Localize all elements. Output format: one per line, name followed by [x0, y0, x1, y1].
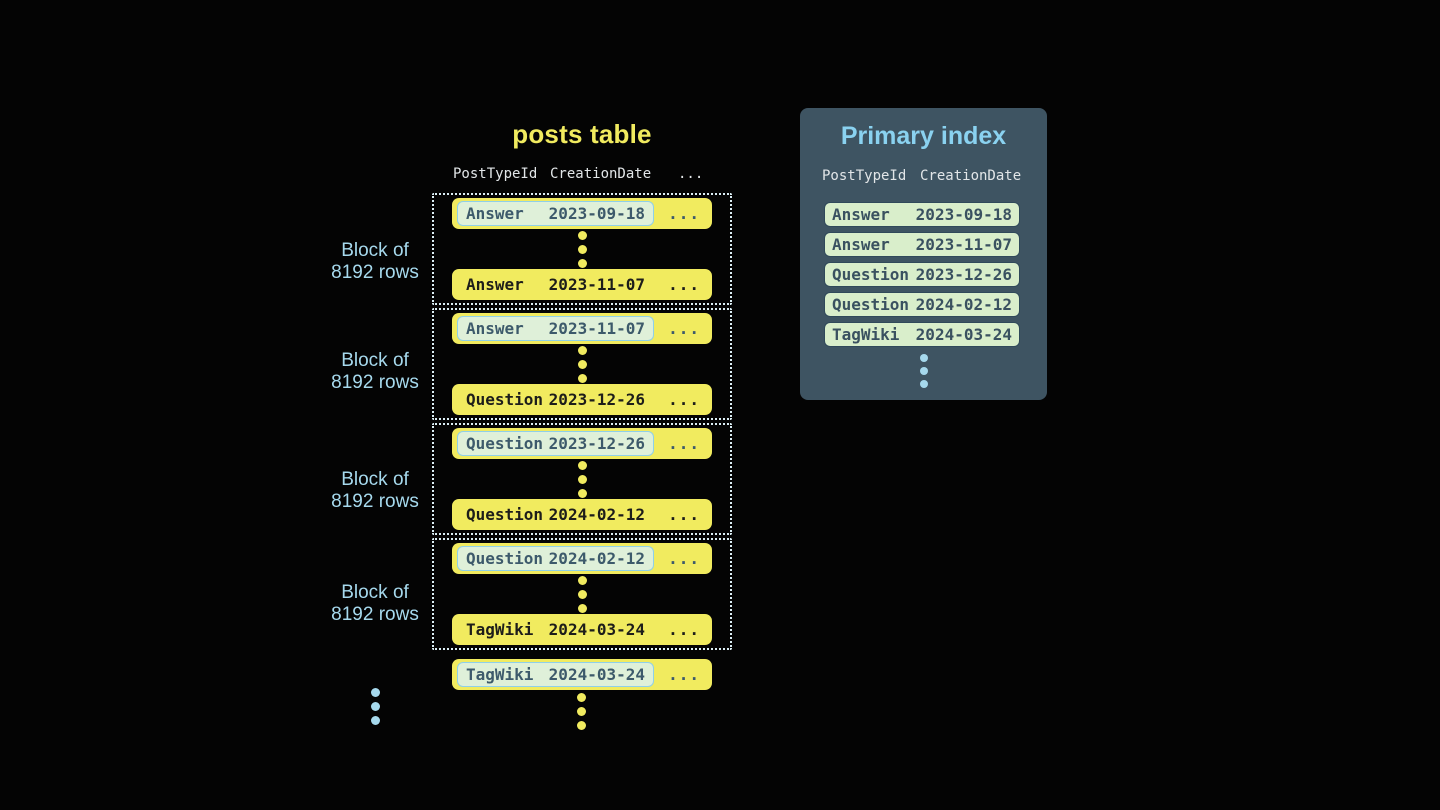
creation-date-cell: 2023-09-18: [548, 204, 645, 223]
post-type-cell: Answer: [832, 205, 890, 224]
index-row: Question 2023-12-26: [824, 262, 1020, 287]
creation-date-cell: 2023-12-26: [915, 265, 1012, 284]
row-ellipsis: ...: [668, 434, 700, 453]
table-row: Answer 2023-09-18 ...: [452, 198, 712, 229]
post-type-cell: Answer: [466, 275, 524, 294]
vertical-ellipsis-dots: [577, 575, 587, 613]
vertical-ellipsis-dots: [577, 230, 587, 268]
vertical-ellipsis-dots: [577, 460, 587, 498]
table-row: Question 2023-12-26 ...: [452, 428, 712, 459]
row-key-highlight: Answer 2023-11-07: [457, 316, 654, 341]
posts-table-column-headers: PostTypeId CreationDate ...: [432, 166, 732, 184]
post-type-cell: Answer: [466, 204, 524, 223]
creation-date-cell: 2024-03-24: [548, 620, 645, 639]
table-row: Answer 2023-11-07 ...: [452, 269, 712, 300]
primary-index-panel: Primary index PostTypeId CreationDate An…: [800, 108, 1047, 400]
table-row: TagWiki 2024-03-24 ...: [452, 614, 712, 645]
table-row: Question 2024-02-12 ...: [452, 499, 712, 530]
column-header-posttypeid: PostTypeId: [453, 166, 538, 182]
creation-date-cell: 2024-03-24: [548, 665, 645, 684]
creation-date-cell: 2024-03-24: [915, 325, 1012, 344]
table-row: TagWiki 2024-03-24 ...: [452, 659, 712, 690]
creation-date-cell: 2023-09-18: [915, 205, 1012, 224]
row-key: Answer 2023-11-07: [457, 272, 654, 297]
row-block: Question 2023-12-26 ... Question 2024-02…: [432, 423, 732, 535]
row-block: Answer 2023-11-07 ... Question 2023-12-2…: [432, 308, 732, 420]
table-row: Answer 2023-11-07 ...: [452, 313, 712, 344]
primary-index-title: Primary index: [840, 122, 1007, 150]
post-type-cell: Answer: [466, 319, 524, 338]
table-row: Question 2023-12-26 ...: [452, 384, 712, 415]
index-row: Answer 2023-09-18: [824, 202, 1020, 227]
post-type-cell: Question: [832, 265, 910, 284]
row-key-highlight: Question 2024-02-12: [457, 546, 654, 571]
row-ellipsis: ...: [668, 620, 700, 639]
row-ellipsis: ...: [668, 549, 700, 568]
posts-table-blocks: Answer 2023-09-18 ... Answer 2023-11-07 …: [432, 193, 732, 653]
vertical-ellipsis-dots: [577, 345, 587, 383]
row-ellipsis: ...: [668, 204, 700, 223]
post-type-cell: Question: [466, 505, 544, 524]
creation-date-cell: 2024-02-12: [915, 295, 1012, 314]
row-block: Answer 2023-09-18 ... Answer 2023-11-07 …: [432, 193, 732, 305]
index-row: TagWiki 2024-03-24: [824, 322, 1020, 347]
creation-date-cell: 2023-11-07: [915, 235, 1012, 254]
column-header-creationdate: CreationDate: [550, 166, 652, 182]
row-ellipsis: ...: [668, 390, 700, 409]
creation-date-cell: 2024-02-12: [548, 549, 645, 568]
index-continues-ellipsis-dots: [800, 354, 1047, 388]
post-type-cell: Answer: [832, 235, 890, 254]
row-ellipsis: ...: [668, 319, 700, 338]
creation-date-cell: 2023-12-26: [548, 390, 645, 409]
creation-date-cell: 2023-11-07: [548, 275, 645, 294]
post-type-cell: TagWiki: [466, 620, 534, 639]
row-ellipsis: ...: [668, 505, 700, 524]
creation-date-cell: 2024-02-12: [548, 505, 645, 524]
index-row: Question 2024-02-12: [824, 292, 1020, 317]
blocks-continue-ellipsis-dots: [371, 688, 380, 725]
row-key: Question 2023-12-26: [457, 387, 654, 412]
row-key-highlight: TagWiki 2024-03-24: [457, 662, 654, 687]
table-row: Question 2024-02-12 ...: [452, 543, 712, 574]
row-block: Question 2024-02-12 ... TagWiki 2024-03-…: [432, 538, 732, 650]
index-row: Answer 2023-11-07: [824, 232, 1020, 257]
primary-index-rows: Answer 2023-09-18 Answer 2023-11-07 Ques…: [824, 202, 1020, 352]
post-type-cell: Question: [466, 549, 544, 568]
column-header-posttypeid: PostTypeId: [822, 168, 907, 184]
row-key: Question 2024-02-12: [457, 502, 654, 527]
row-key-highlight: Question 2023-12-26: [457, 431, 654, 456]
post-type-cell: TagWiki: [466, 665, 534, 684]
row-ellipsis: ...: [668, 665, 700, 684]
post-type-cell: TagWiki: [832, 325, 900, 344]
table-continues-ellipsis-dots: [577, 693, 586, 730]
post-type-cell: Question: [832, 295, 910, 314]
row-key: TagWiki 2024-03-24: [457, 617, 654, 642]
post-type-cell: Question: [466, 390, 544, 409]
posts-table-title: posts table: [512, 119, 652, 149]
creation-date-cell: 2023-12-26: [548, 434, 645, 453]
column-header-more: ...: [678, 166, 704, 182]
overflow-row-container: TagWiki 2024-03-24 ...: [452, 659, 712, 690]
row-key-highlight: Answer 2023-09-18: [457, 201, 654, 226]
creation-date-cell: 2023-11-07: [548, 319, 645, 338]
post-type-cell: Question: [466, 434, 544, 453]
row-ellipsis: ...: [668, 275, 700, 294]
column-header-creationdate: CreationDate: [920, 168, 1022, 184]
